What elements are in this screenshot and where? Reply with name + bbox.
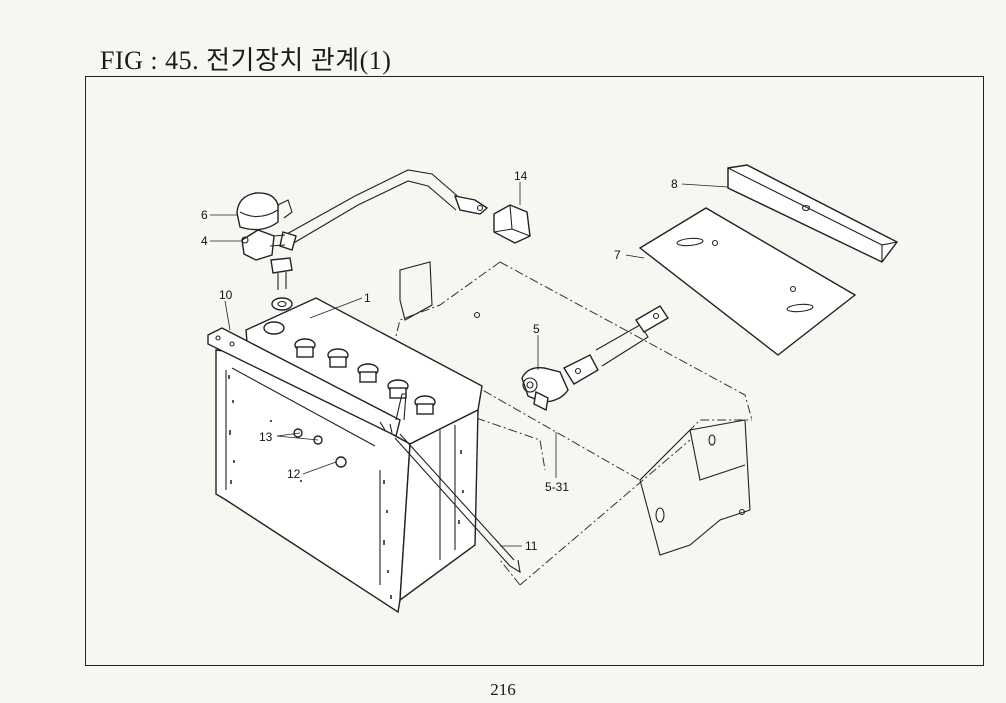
part-11-rod — [394, 433, 521, 574]
callout-6: 6 — [201, 208, 208, 222]
callout-labels: 1 4 5 5-31 6 7 8 10 11 12 13 14 — [201, 169, 678, 553]
callout-12: 12 — [287, 467, 301, 481]
callout-8: 8 — [671, 177, 678, 191]
callout-4: 4 — [201, 234, 208, 248]
callout-11: 11 — [525, 539, 538, 553]
part-10-hold-down-bar — [207, 327, 407, 438]
figure-title: FIG : 45. 전기장치 관계(1) — [100, 46, 392, 75]
part-1-battery — [215, 297, 483, 614]
negative-cable — [521, 305, 669, 412]
callout-10: 10 — [219, 288, 233, 302]
figure-frame — [85, 76, 984, 666]
callout-14: 14 — [514, 169, 528, 183]
callout-1: 1 — [364, 291, 371, 305]
callout-leaders — [210, 182, 729, 547]
part-7-plate — [638, 207, 857, 356]
battery-texture — [228, 375, 464, 599]
callout-5: 5 — [533, 322, 540, 336]
positive-cable — [236, 169, 489, 261]
callout-13: 13 — [259, 430, 273, 444]
page-number: 216 — [490, 680, 516, 699]
callout-7: 7 — [614, 248, 621, 262]
part-8-strip — [727, 164, 899, 263]
part-14-terminal-cap — [493, 204, 531, 244]
callout-5-31: 5-31 — [545, 480, 569, 494]
